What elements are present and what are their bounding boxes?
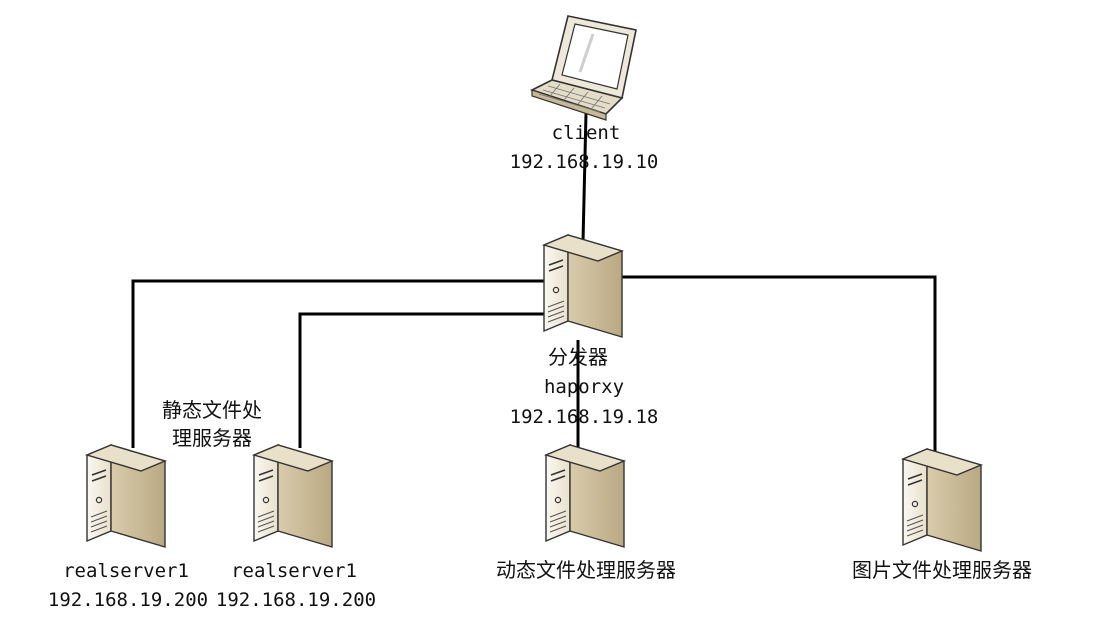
static-server2-name: realserver1 <box>231 560 357 582</box>
static-group-label-line2: 理服务器 <box>172 426 252 450</box>
laptop-icon <box>529 15 637 121</box>
link-proxy-image <box>620 275 937 454</box>
image-server-label: 图片文件处理服务器 <box>852 558 1032 582</box>
link-client-proxy <box>581 112 588 243</box>
static-server1-ip: 192.168.19.200 <box>47 589 209 611</box>
dynamic-server-label: 动态文件处理服务器 <box>496 558 676 582</box>
static-server1-icon <box>86 444 166 548</box>
image-server-icon <box>902 448 982 552</box>
client-ip: 192.168.19.10 <box>509 151 659 173</box>
link-proxy-static1 <box>131 279 552 448</box>
static-server2-ip: 192.168.19.200 <box>215 589 377 611</box>
static-group-label-line1: 静态文件处 <box>162 398 262 422</box>
link-proxy-static2 <box>298 312 552 448</box>
proxy-ip: 192.168.19.18 <box>509 406 659 428</box>
proxy-name: haporxy <box>543 376 625 398</box>
proxy-server-icon <box>543 234 623 338</box>
static-server2-icon <box>253 444 333 548</box>
static-server1-name: realserver1 <box>63 560 189 582</box>
client-name: client <box>551 122 621 144</box>
connection-lines <box>131 112 937 454</box>
dynamic-server-icon <box>545 444 625 548</box>
proxy-role: 分发器 <box>548 345 608 369</box>
